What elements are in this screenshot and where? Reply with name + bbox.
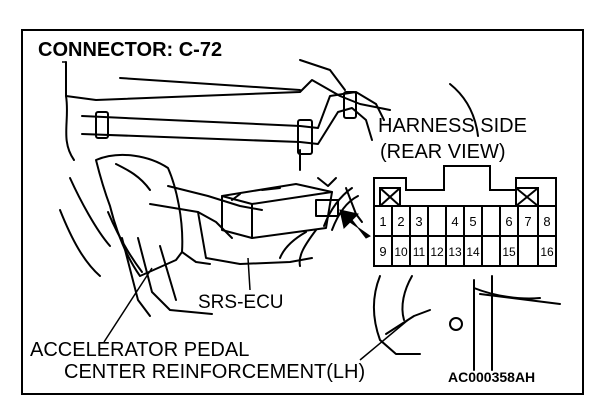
- pin-6: 6: [505, 214, 512, 229]
- figure-title: CONNECTOR: C-72: [38, 39, 222, 61]
- figure-code: AC000358AH: [448, 369, 535, 385]
- accelerator-pedal-label: ACCELERATOR PEDAL: [30, 339, 249, 361]
- pin-4: 4: [451, 214, 458, 229]
- connector-diagram: [373, 165, 557, 267]
- pin-8: 8: [543, 214, 550, 229]
- center-reinforcement-label: CENTER REINFORCEMENT(LH): [64, 361, 365, 383]
- pin-9: 9: [379, 244, 386, 259]
- pin-5: 5: [469, 214, 476, 229]
- connector-arrow: [339, 209, 371, 239]
- srs-ecu-label: SRS-ECU: [198, 292, 284, 313]
- leader-lines: [62, 61, 409, 361]
- rear-view-label: (REAR VIEW): [380, 141, 506, 163]
- pin-11: 11: [413, 245, 426, 259]
- pin-14: 14: [466, 245, 480, 259]
- pin-7: 7: [524, 214, 531, 229]
- pin-numbers: 1 2 3 4 5 6 7 8 9 10 11 12 13 14 15 16: [379, 214, 554, 259]
- pin-13: 13: [448, 245, 462, 259]
- vehicle-illustration: [59, 59, 561, 371]
- pin-3: 3: [415, 214, 422, 229]
- pin-12: 12: [430, 245, 444, 259]
- figure-frame: [21, 29, 584, 395]
- pin-2: 2: [397, 214, 404, 229]
- pin-10: 10: [394, 245, 408, 259]
- pin-15: 15: [502, 245, 516, 259]
- pin-1: 1: [379, 214, 386, 229]
- harness-side-label: HARNESS SIDE: [378, 115, 527, 137]
- pin-16: 16: [540, 245, 554, 259]
